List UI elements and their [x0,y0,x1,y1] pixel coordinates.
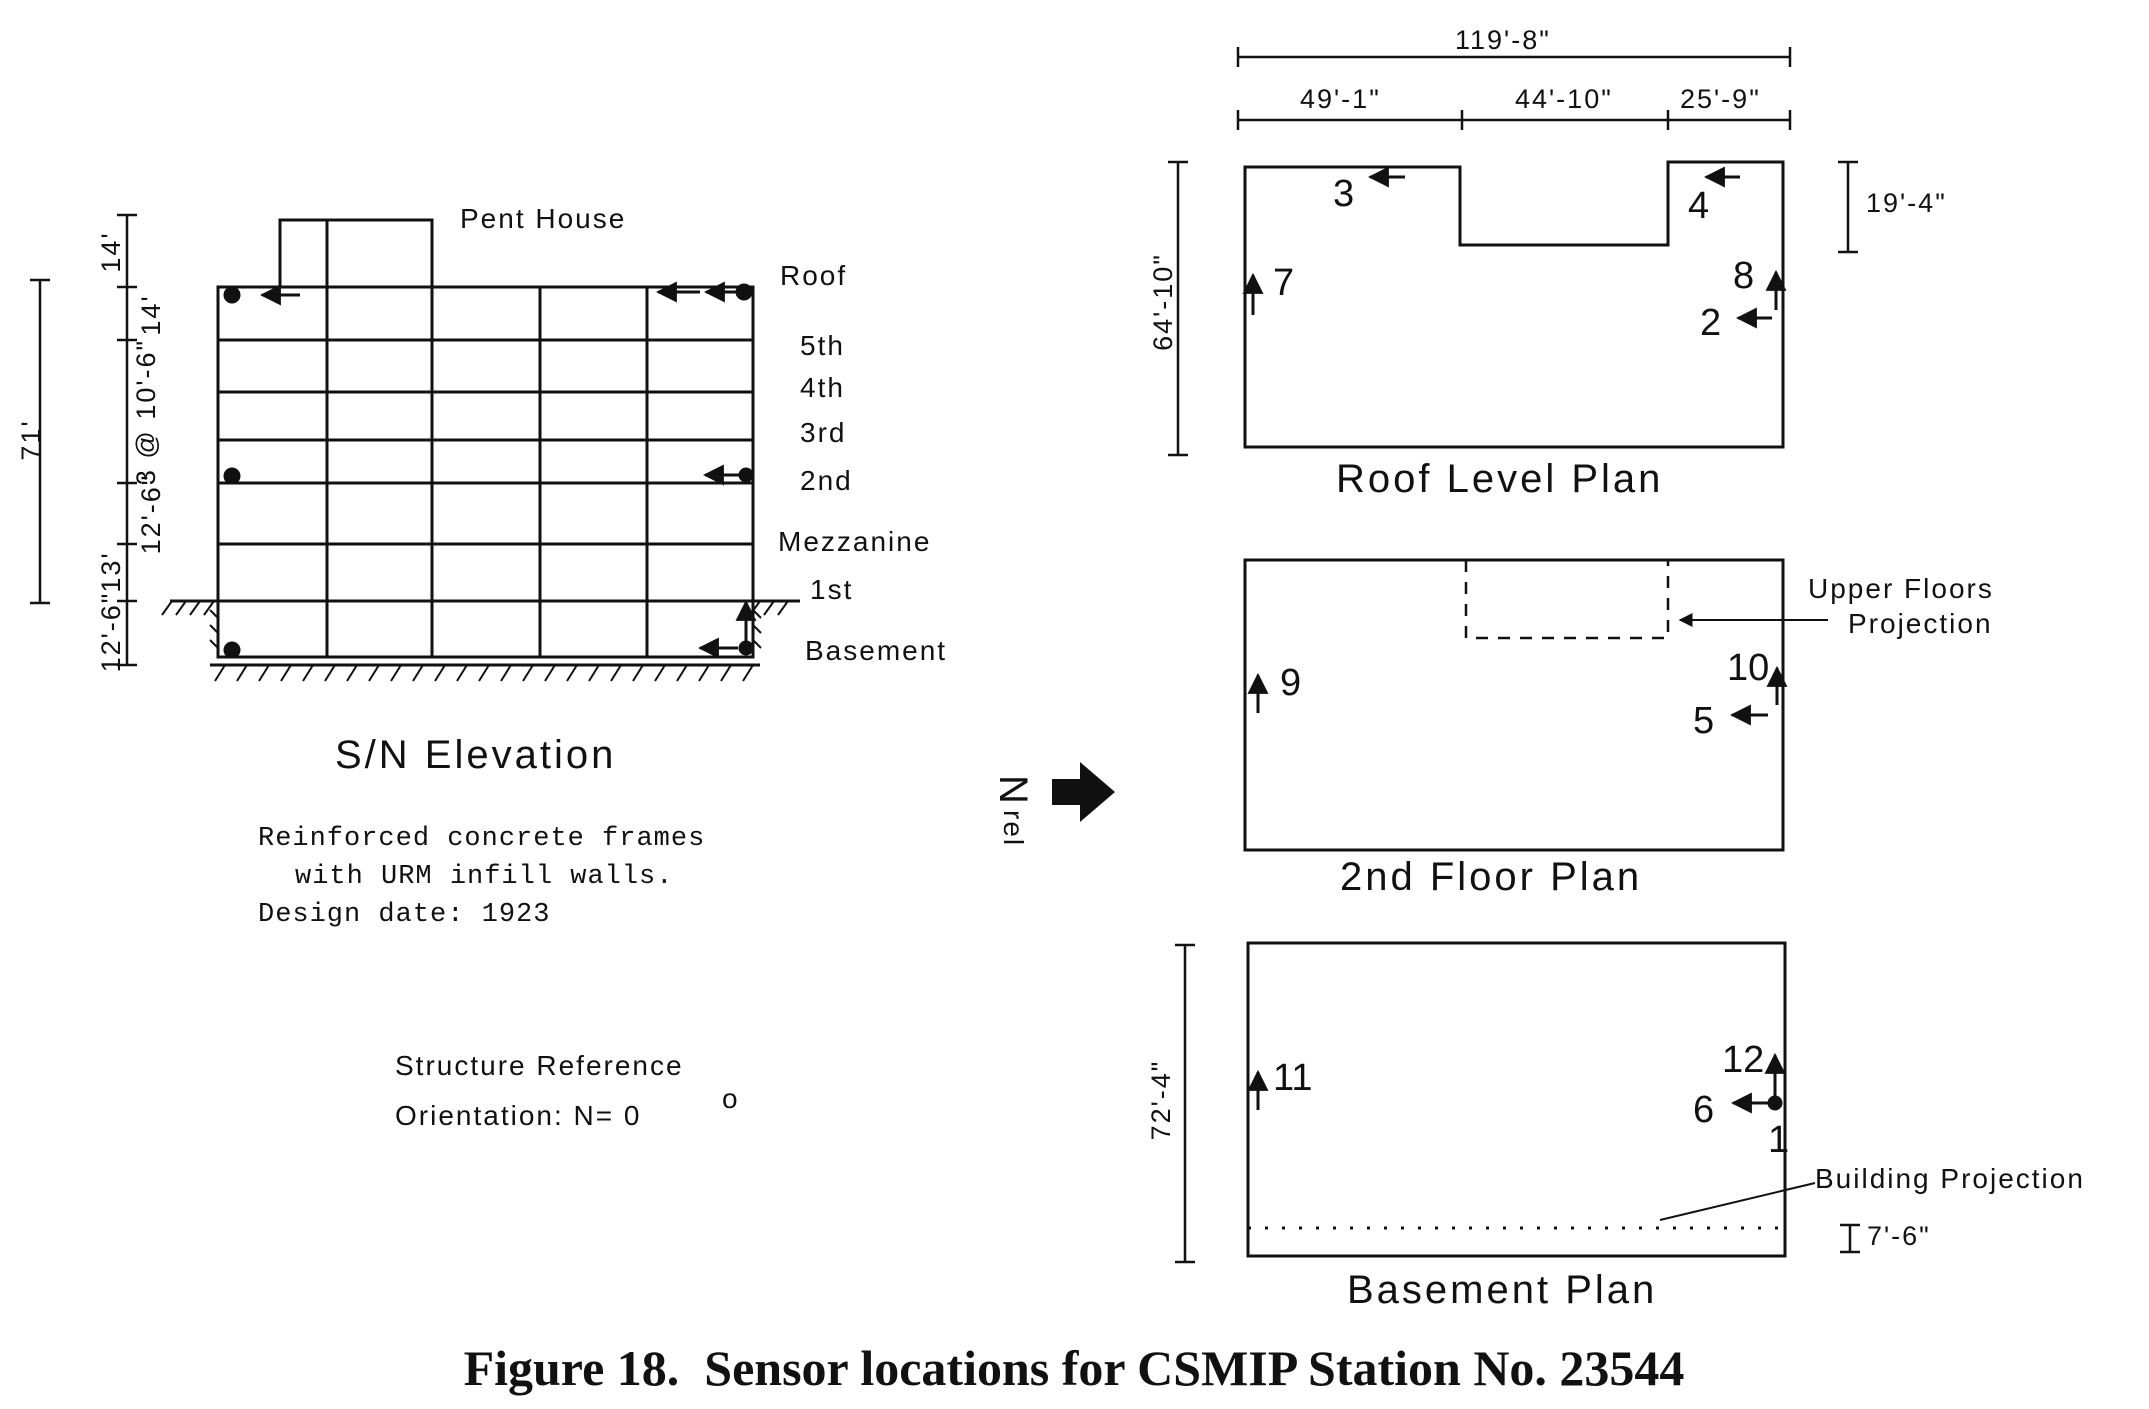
dim-2nd-mezz: 12'-6" [136,474,166,555]
dim-basement-offset: 7'-6" [1867,1221,1931,1251]
dim-notch: 19'-4" [1866,188,1947,218]
elevation-dimension-labels: 71' 14' 14' 3 @ 10'-6" 12'-6" 13' 12'-6" [16,231,166,672]
upper-floors-projection [1464,560,1670,640]
svg-text:7: 7 [1273,262,1294,304]
label-5th: 5th [800,330,845,361]
label-pent-house: Pent House [460,203,626,234]
dim-typical: 3 @ 10'-6" [131,339,161,485]
degree-symbol: o [722,1083,740,1114]
building-projection-label: Building Projection [1815,1163,2085,1194]
dim-penthouse: 14' [96,231,126,272]
dim-mezz-1st: 13' [96,551,126,592]
label-mezzanine: Mezzanine [778,526,931,557]
label-1st: 1st [810,574,853,605]
sensor-dot-2nd-west [223,467,241,485]
label-4th: 4th [800,372,845,403]
svg-text:8: 8 [1733,255,1754,297]
svg-text:2: 2 [1700,302,1721,344]
svg-text:Design date: 1923: Design date: 1923 [258,900,550,930]
svg-text:1: 1 [1768,1119,1789,1161]
svg-text:5: 5 [1693,700,1714,742]
elevation-level-labels: Pent House Roof 5th 4th 3rd 2nd Mezzanin… [460,203,947,666]
roof-plan-sensor-numbers: 3 4 7 8 2 [1273,173,1754,344]
second-plan-sensor-numbers: 9 10 5 [1280,647,1769,742]
svg-text:Structure Reference: Structure Reference [395,1050,684,1081]
dim-roof-5th: 14' [136,294,166,335]
penthouse-outline [278,218,434,287]
elevation-title: S/N Elevation [335,733,616,777]
building-outline [216,285,755,659]
basement-plan-sensor-numbers: 11 12 6 1 [1273,1039,1789,1161]
label-basement: Basement [805,635,947,666]
projection-note-line1: Upper Floors [1808,573,1994,604]
second-plan-outline [1243,558,1785,852]
dim-overall-width: 119'-8" [1455,25,1551,55]
svg-text:Orientation: N= 0: Orientation: N= 0 [395,1100,641,1131]
label-3rd: 3rd [800,417,846,448]
north-letter: N [991,775,1035,807]
basement-plan-sensors [1247,1052,1786,1114]
svg-text:with URM infill walls.: with URM infill walls. [295,862,673,892]
projection-note-line2: Projection [1848,608,1993,639]
dim-1st-basement: 12'-6" [96,592,126,673]
svg-text:12: 12 [1722,1039,1764,1081]
label-2nd: 2nd [800,465,853,496]
sensor-dot-roof-west [223,286,241,304]
second-plan-title: 2nd Floor Plan [1340,855,1642,899]
basement-dimensions [1175,943,1860,1264]
svg-text:9: 9 [1280,662,1301,704]
basement-plan-outline [1246,941,1787,1258]
svg-text:6: 6 [1693,1089,1714,1131]
north-arrow-icon [1052,762,1115,822]
dim-seg1: 49'-1" [1300,84,1381,114]
elevation-dimension-lines [30,213,137,667]
roof-plan-outline [1243,160,1785,449]
basement-plan-title: Basement Plan [1347,1268,1657,1312]
roof-plan-dimensions [1168,47,1858,457]
building-projection-leader [1659,1182,1816,1221]
svg-text:11: 11 [1273,1057,1312,1099]
figure-caption: Figure 18. Sensor locations for CSMIP St… [464,1340,1685,1396]
dim-basement-depth: 72'-4" [1146,1060,1176,1141]
elevation-drawing [161,218,800,682]
dim-seg3: 25'-9" [1680,84,1761,114]
roof-plan-sensors [1242,166,1787,329]
orientation-note: Structure Reference Orientation: N= 0 o [395,1050,740,1131]
svg-text:4: 4 [1688,185,1709,227]
dim-seg2: 44'-10" [1515,84,1613,114]
sensor-dot-basement-west [223,641,241,659]
svg-text:Reinforced concrete frames: Reinforced concrete frames [258,824,705,854]
roof-plan-title: Roof Level Plan [1336,457,1663,501]
svg-text:10: 10 [1727,647,1769,689]
dim-total-height: 71' [16,419,46,460]
dim-roof-depth: 64'-10" [1148,253,1178,351]
second-plan-sensors [1247,665,1788,726]
north-arrow: N rel [991,762,1115,847]
svg-text:3: 3 [1333,173,1354,215]
north-sub: rel [998,810,1029,847]
elevation-sensors [223,281,757,659]
elevation-description: Reinforced concrete frames with URM infi… [258,824,705,930]
label-roof: Roof [780,260,847,291]
